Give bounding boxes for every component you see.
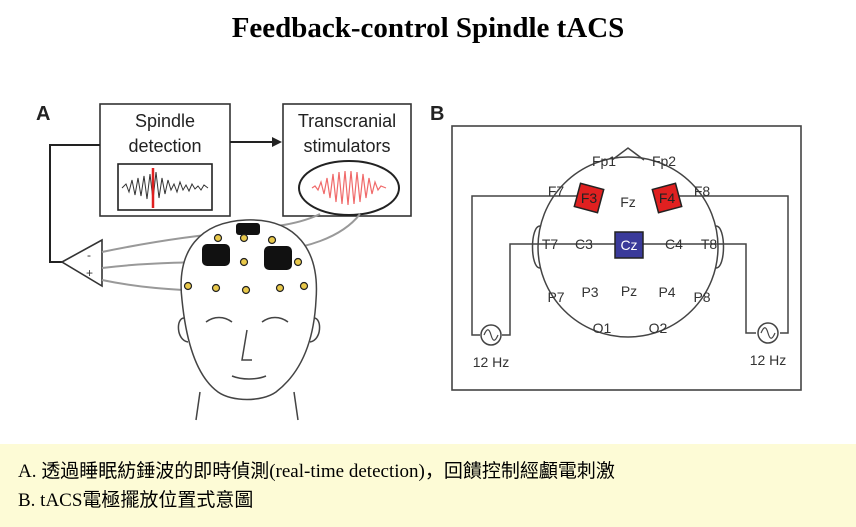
right-return-wire <box>628 243 756 334</box>
electrode-f7: F7 <box>548 183 565 199</box>
eeg-electrodes <box>183 233 309 295</box>
nose-icon <box>611 147 645 161</box>
ref-electrode-cz <box>614 231 644 259</box>
figure: A Spindle detection Transcranial stimula… <box>36 103 802 421</box>
amp-minus-label: - <box>87 248 91 262</box>
caption-line-a: A. 透過睡眠紡錘波的即時偵測(real-time detection)，回饋控… <box>18 461 615 482</box>
amplifier-icon <box>60 238 103 288</box>
detector-line2: detection <box>128 136 201 156</box>
spindle-waveform-icon <box>311 170 387 206</box>
electrode-c3: C3 <box>575 236 593 252</box>
electrode-f4: F4 <box>659 190 676 206</box>
electrode-f3: F3 <box>581 190 598 206</box>
electrode-p4: P4 <box>658 284 675 300</box>
right-ear-icon <box>715 225 725 269</box>
stim-pad-right <box>264 246 292 270</box>
electrode-fz: Fz <box>620 194 636 210</box>
eeg-trace-inset <box>117 163 213 211</box>
electrode-p8: P8 <box>693 289 710 305</box>
stimulator-line2: stimulators <box>303 136 390 156</box>
left-return-wire <box>502 243 628 336</box>
electrode-p3: P3 <box>581 284 598 300</box>
stim-electrode-f3 <box>573 182 605 214</box>
stim-pad-top <box>236 223 260 235</box>
detector-line1: Spindle <box>135 111 195 131</box>
source-right-label: 12 Hz <box>750 352 787 368</box>
left-stim-wire <box>471 195 580 336</box>
electrode-t7: T7 <box>542 236 559 252</box>
caption-box: A. 透過睡眠紡錘波的即時偵測(real-time detection)，回饋控… <box>0 444 856 527</box>
electrode-fp1: Fp1 <box>592 153 616 169</box>
panel-a-label: A <box>36 103 50 125</box>
stimulator-line1: Transcranial <box>298 111 396 131</box>
feedback-line <box>49 144 100 263</box>
electrode-t8: T8 <box>701 236 718 252</box>
left-ear-icon <box>531 225 541 269</box>
arrow-head-icon <box>272 137 282 147</box>
right-stim-wire <box>676 195 789 334</box>
stim-electrode-f4 <box>651 182 683 214</box>
electrode-pz: Pz <box>621 283 637 299</box>
ac-source-right-sine-icon <box>760 327 776 339</box>
electrode-o1: O1 <box>593 320 612 336</box>
electrode-p7: P7 <box>547 289 564 305</box>
electrode-c4: C4 <box>665 236 683 252</box>
stim-pad-left <box>202 244 230 266</box>
page-title: Feedback-control Spindle tACS <box>231 12 625 44</box>
electrode-f8: F8 <box>694 183 711 199</box>
caption-line-b: B. tACS電極擺放位置式意圖 <box>18 490 254 511</box>
ac-source-left-sine-icon <box>483 329 499 341</box>
eeg-trace-icon <box>121 171 209 201</box>
amp-plus-label: + <box>86 266 93 280</box>
source-left-label: 12 Hz <box>473 354 510 370</box>
electrode-o2: O2 <box>649 320 668 336</box>
scalp-outline <box>537 156 719 338</box>
electrode-fp2: Fp2 <box>652 153 676 169</box>
panel-b-label: B <box>430 103 444 125</box>
electrode-cz: Cz <box>620 237 637 253</box>
head-illustration <box>177 219 321 421</box>
